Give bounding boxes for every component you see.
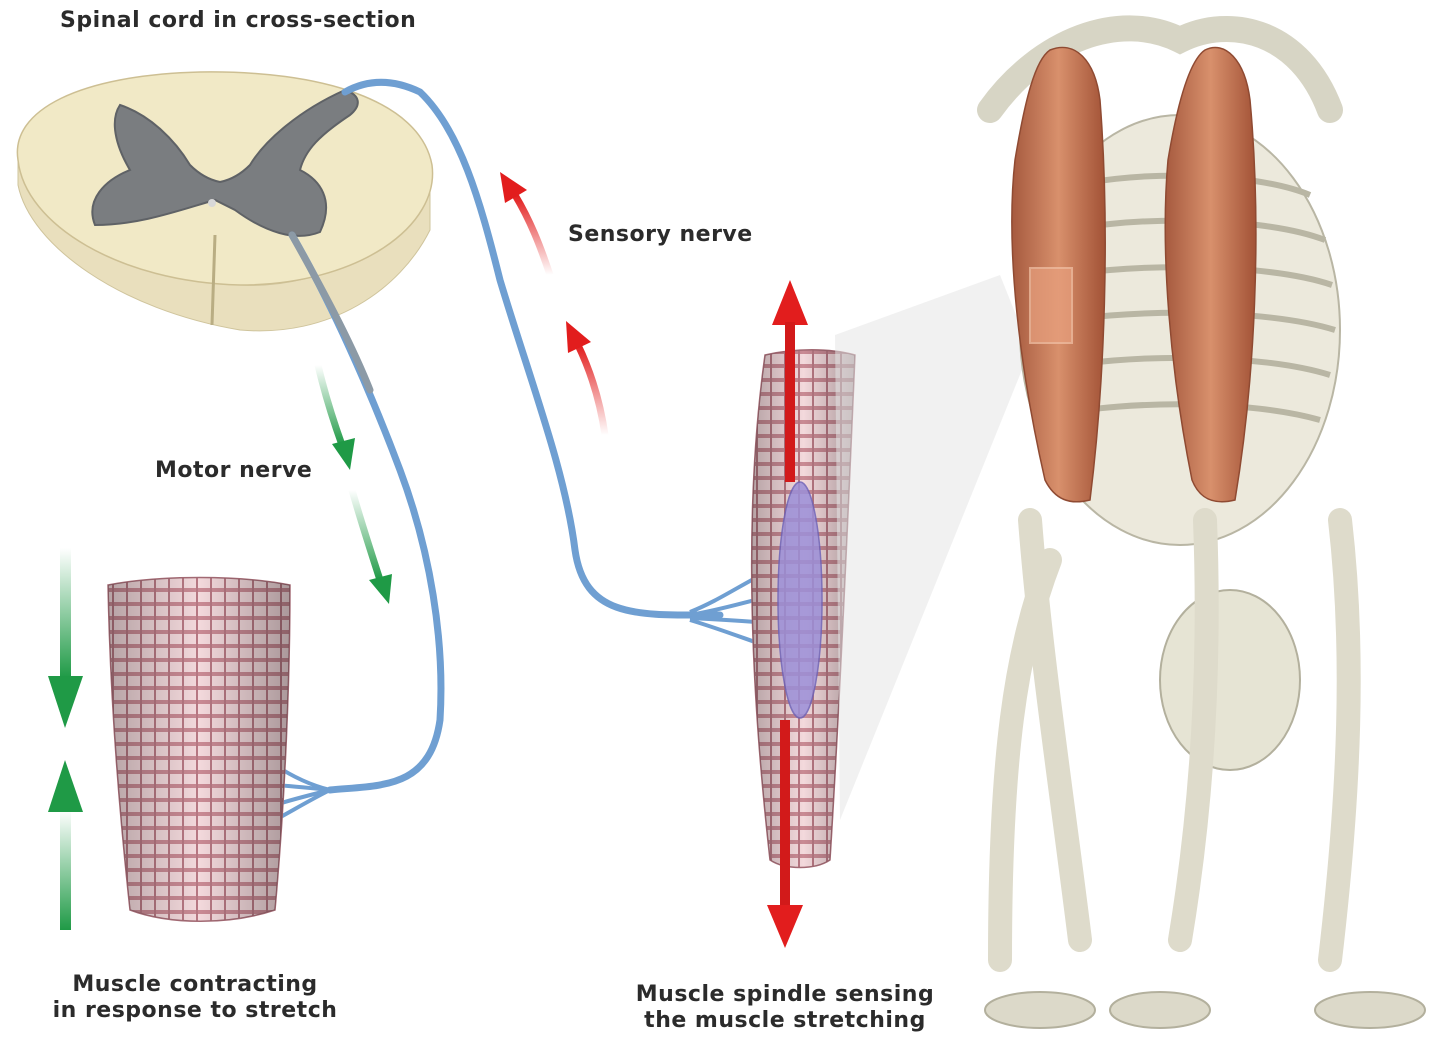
sensory-signal-arrow-lower xyxy=(566,321,605,435)
central-canal xyxy=(208,199,216,207)
label-muscle-spindle-line2: the muscle stretching xyxy=(635,1008,935,1034)
label-muscle-contracting-line2: in response to stretch xyxy=(50,998,340,1024)
contraction-arrow-up xyxy=(48,760,83,930)
label-muscle-spindle: Muscle spindle sensing the muscle stretc… xyxy=(635,982,935,1034)
motor-signal-arrow-upper xyxy=(318,365,355,470)
sensory-signal-arrow-upper xyxy=(500,172,550,275)
motor-signal-arrow-lower xyxy=(352,490,392,604)
contracting-muscle xyxy=(108,578,290,922)
label-muscle-contracting-line1: Muscle contracting xyxy=(50,972,340,998)
label-sensory-nerve: Sensory nerve xyxy=(568,222,753,247)
contraction-arrow-down xyxy=(48,548,83,728)
spinal-cord-cross-section xyxy=(17,72,432,331)
label-spinal-cord: Spinal cord in cross-section xyxy=(60,8,416,33)
label-motor-nerve: Motor nerve xyxy=(155,458,312,483)
skeleton-illustration xyxy=(985,28,1425,1028)
magnified-region-marker xyxy=(1030,268,1072,343)
label-muscle-spindle-line1: Muscle spindle sensing xyxy=(635,982,935,1008)
label-muscle-contracting: Muscle contracting in response to stretc… xyxy=(50,972,340,1024)
muscle-spindle xyxy=(778,482,822,718)
